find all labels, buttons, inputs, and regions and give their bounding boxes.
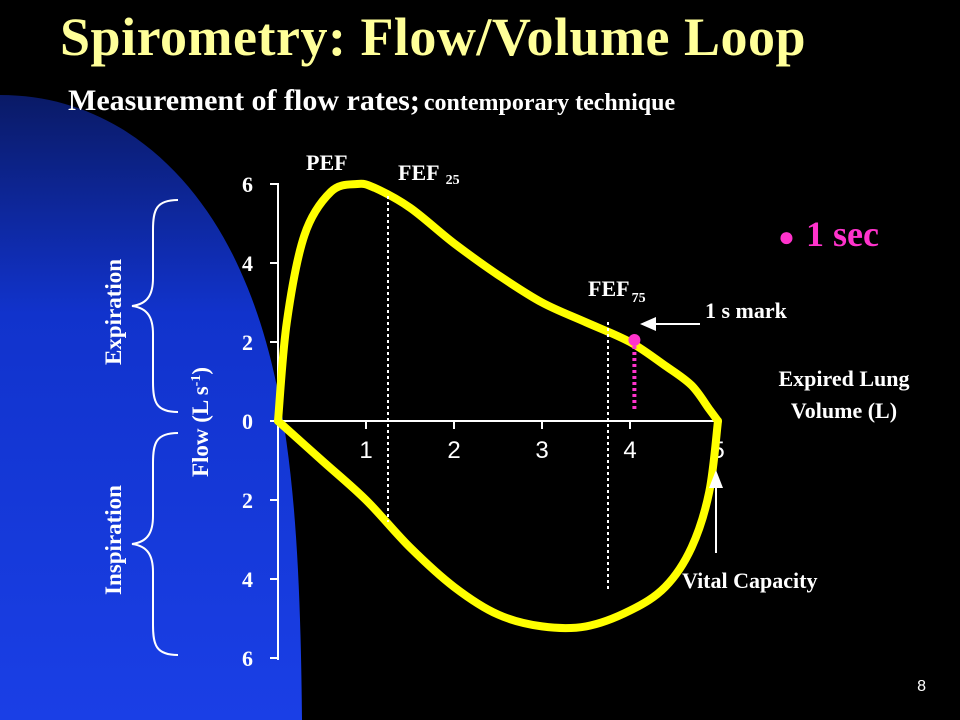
inspiration-brace <box>131 432 179 656</box>
y-tick-label-bottom-1: 4 <box>242 567 253 592</box>
x-tick-label-0: 1 <box>359 437 372 464</box>
expiration-curve <box>274 179 722 425</box>
y-axis-label: Flow (L s-1) <box>188 367 213 477</box>
expiration-brace <box>131 199 179 413</box>
y-tick-label-bottom-0: 2 <box>242 488 253 513</box>
x-tick-label-3: 4 <box>623 437 636 464</box>
pef-label: PEF <box>306 150 348 175</box>
y-tick-label-bottom-2: 6 <box>242 646 253 671</box>
subtitle-small: contemporary technique <box>423 90 676 116</box>
y-tick-marks: 6 4 2 0 2 4 6 <box>242 172 278 671</box>
x-tick-label-1: 2 <box>447 437 460 464</box>
x-tick-label-2: 3 <box>535 437 548 464</box>
legend-text: 1 sec <box>806 214 879 254</box>
one-sec-marker-dot <box>628 334 641 347</box>
x-axis-label-line1: Expired Lung <box>778 366 909 391</box>
vital-capacity-label: Vital Capacity <box>682 568 817 593</box>
legend-bullet: ● <box>778 222 795 253</box>
one-sec-mark-label: 1 s mark <box>705 298 788 323</box>
vital-capacity-arrow-icon <box>709 470 723 488</box>
x-axis-label-line2: Volume (L) <box>791 398 897 423</box>
y-tick-label-top-0: 6 <box>242 172 253 197</box>
subtitle-main: Measurement of flow rates; <box>68 84 420 117</box>
slide-number: 8 <box>917 678 926 695</box>
slide-subtitle: Measurement of flow rates; contemporary … <box>68 84 675 118</box>
one-sec-arrow-icon <box>640 317 656 331</box>
expiration-label: Expiration <box>101 259 126 365</box>
inspiration-curve <box>274 417 722 633</box>
y-tick-label-top-2: 2 <box>242 330 253 355</box>
slide-title: Spirometry: Flow/Volume Loop <box>60 7 807 67</box>
y-tick-label-top-3: 0 <box>242 409 253 434</box>
y-tick-label-top-1: 4 <box>242 251 253 276</box>
inspiration-label: Inspiration <box>101 485 126 595</box>
